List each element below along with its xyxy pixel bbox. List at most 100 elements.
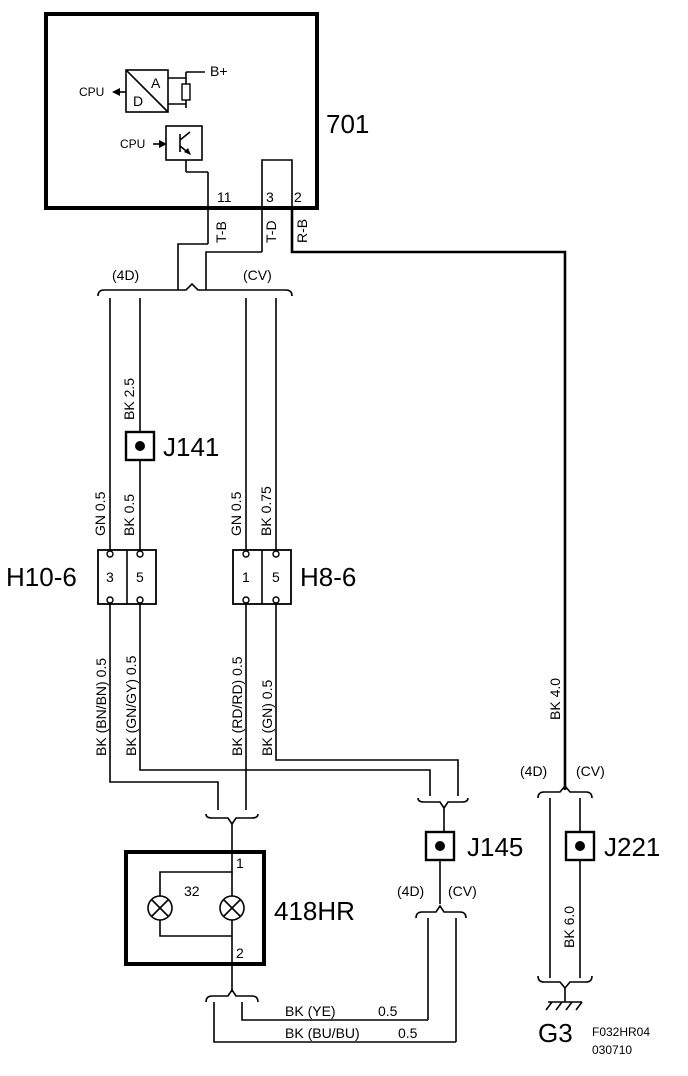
- h8-pin-a-label: 1: [242, 569, 250, 585]
- pin-2-label: 2: [294, 189, 302, 205]
- lamp-bulb-right: [219, 895, 245, 921]
- figure-id: F032HR04: [592, 1025, 650, 1039]
- h10-pin-top-b: [136, 550, 144, 558]
- wire-ye: [241, 1002, 428, 1021]
- wire-c4-label: BK (GN) 0.5: [259, 680, 275, 756]
- top-variant-bracket: (4D) (CV): [97, 267, 293, 297]
- splice-j141-dot: [135, 441, 145, 451]
- resistor-icon: [181, 83, 191, 101]
- wire-c1: [109, 604, 219, 810]
- pin3-pin2-loop: [261, 159, 293, 208]
- right-4d-label: (4D): [520, 763, 547, 779]
- connector-h8: 1 5 H8-6: [232, 549, 356, 605]
- ground-g3: G3: [538, 988, 583, 1048]
- h8-pin-bot-a: [242, 596, 250, 604]
- wire-a-top-label: BK 2.5: [121, 378, 137, 420]
- h10-pin-bot-a: [106, 596, 114, 604]
- ground-icon: [545, 1001, 583, 1011]
- wire-ye-label: BK (YE): [285, 1003, 336, 1019]
- h10-pin-bot-b: [136, 596, 144, 604]
- lamp-upper-wire: [159, 852, 233, 896]
- figure-date: 030710: [592, 1043, 632, 1057]
- cross-b: [205, 251, 262, 290]
- arrow-left-icon: [112, 88, 120, 96]
- right-branch: BK 4.0 (4D) (CV) J221 BK 6.0: [520, 678, 660, 990]
- splice-j145-label: J145: [467, 832, 523, 862]
- transistor-block: [165, 125, 203, 161]
- top-cv-label: (CV): [243, 267, 272, 283]
- wire-c2: [139, 604, 431, 796]
- lamp-bulb-left: [147, 895, 173, 921]
- lamp-pin-1-label: 1: [236, 855, 244, 871]
- wire-a-bk-label: BK 0.5: [121, 494, 137, 536]
- wire-c3-label: BK (RD/RD) 0.5: [229, 656, 245, 756]
- cpu-out-label: CPU: [79, 85, 104, 99]
- h10-pin-a-label: 3: [106, 569, 114, 585]
- connector-h10: 3 5 H10-6: [6, 549, 157, 605]
- connector-h8-label: H8-6: [300, 562, 356, 592]
- pin-3-label: 3: [266, 189, 274, 205]
- splice-j221-dot: [575, 841, 585, 851]
- ecu-label: 701: [326, 109, 369, 139]
- top-bracket: [97, 282, 293, 297]
- lamp-label: 418HR: [274, 896, 355, 926]
- splice-j141-label: J141: [163, 432, 219, 462]
- lower-wires: BK (BN/BN) 0.5 BK (GN/GY) 0.5 BK (RD/RD)…: [93, 604, 469, 852]
- ecu-701: 701 A D CPU B+ CPU 11 3 2: [44, 12, 369, 210]
- wire-c2-label: BK (GN/GY) 0.5: [123, 655, 139, 756]
- wire-td-label: T-D: [263, 220, 279, 243]
- right-cv-label: (CV): [576, 763, 605, 779]
- lamp-pin-2-label: 2: [236, 945, 244, 961]
- wire-a-gn-label: GN 0.5: [92, 491, 108, 536]
- splice-j145-dot: [435, 841, 445, 851]
- middle-branch: GN 0.5 BK 0.75: [228, 298, 277, 550]
- splice-j145: J145 (4D) (CV): [397, 830, 523, 1042]
- cross-a: [177, 243, 208, 290]
- splice-j221-label: J221: [604, 832, 660, 862]
- ground-bracket: [537, 975, 593, 990]
- bulb-cross-b: [151, 899, 169, 917]
- j145-4d-label: (4D): [397, 883, 424, 899]
- lamp-rating-label: 32: [184, 883, 200, 899]
- wire-rb: [290, 208, 567, 790]
- cpu-in-label: CPU: [120, 137, 145, 151]
- connector-h10-label: H10-6: [6, 562, 77, 592]
- arrow-right-icon: [159, 140, 167, 148]
- bottom-wires: BK (YE) 0.5 BK (BU/BU) 0.5: [205, 988, 456, 1043]
- left-branch: BK 2.5 GN 0.5 BK 0.5 J141: [92, 298, 219, 550]
- transistor-collector: [179, 131, 191, 141]
- h8-pin-top-b: [272, 550, 280, 558]
- j145-cv-label: (CV): [448, 883, 477, 899]
- wire-r-top-label: BK 4.0: [547, 678, 563, 720]
- h10-pin-b-label: 5: [136, 569, 144, 585]
- lamp-bottom-bracket: [205, 988, 259, 1003]
- lamp-top-bracket: [205, 813, 259, 826]
- bplus-label: B+: [210, 63, 228, 79]
- h8-pin-bot-b: [272, 596, 280, 604]
- wire-r-bot-label: BK 6.0: [561, 906, 577, 948]
- wire-bu-label: BK (BU/BU): [285, 1025, 360, 1041]
- wire-bu-size: 0.5: [398, 1025, 418, 1041]
- h8-pin-b-label: 5: [272, 569, 280, 585]
- ecu-box: [44, 12, 319, 210]
- wire-c1-label: BK (BN/BN) 0.5: [93, 658, 109, 756]
- wire-ye-size: 0.5: [378, 1003, 398, 1019]
- adc-a-label: A: [151, 75, 161, 91]
- wire-b-gn-label: GN 0.5: [228, 491, 244, 536]
- ecu-wires: T-B T-D R-B: [177, 208, 567, 790]
- wire-c4: [275, 604, 459, 796]
- bulb-cross-b: [223, 899, 241, 917]
- lamp-lower-wire: [159, 920, 232, 937]
- right-variant-bracket: [537, 784, 593, 799]
- wire-tb-label: T-B: [213, 221, 229, 243]
- j145-bottom-bracket: [415, 904, 467, 919]
- wire-bu: [213, 1002, 456, 1043]
- adc-d-label: D: [133, 93, 143, 109]
- figure-footer: F032HR04 030710: [592, 1025, 650, 1057]
- pin-11-label: 11: [217, 189, 232, 205]
- h10-pin-top-a: [106, 550, 114, 558]
- j145-top-bracket: [417, 797, 469, 810]
- ground-label: G3: [538, 1018, 573, 1048]
- wire-rb-label: R-B: [294, 219, 310, 243]
